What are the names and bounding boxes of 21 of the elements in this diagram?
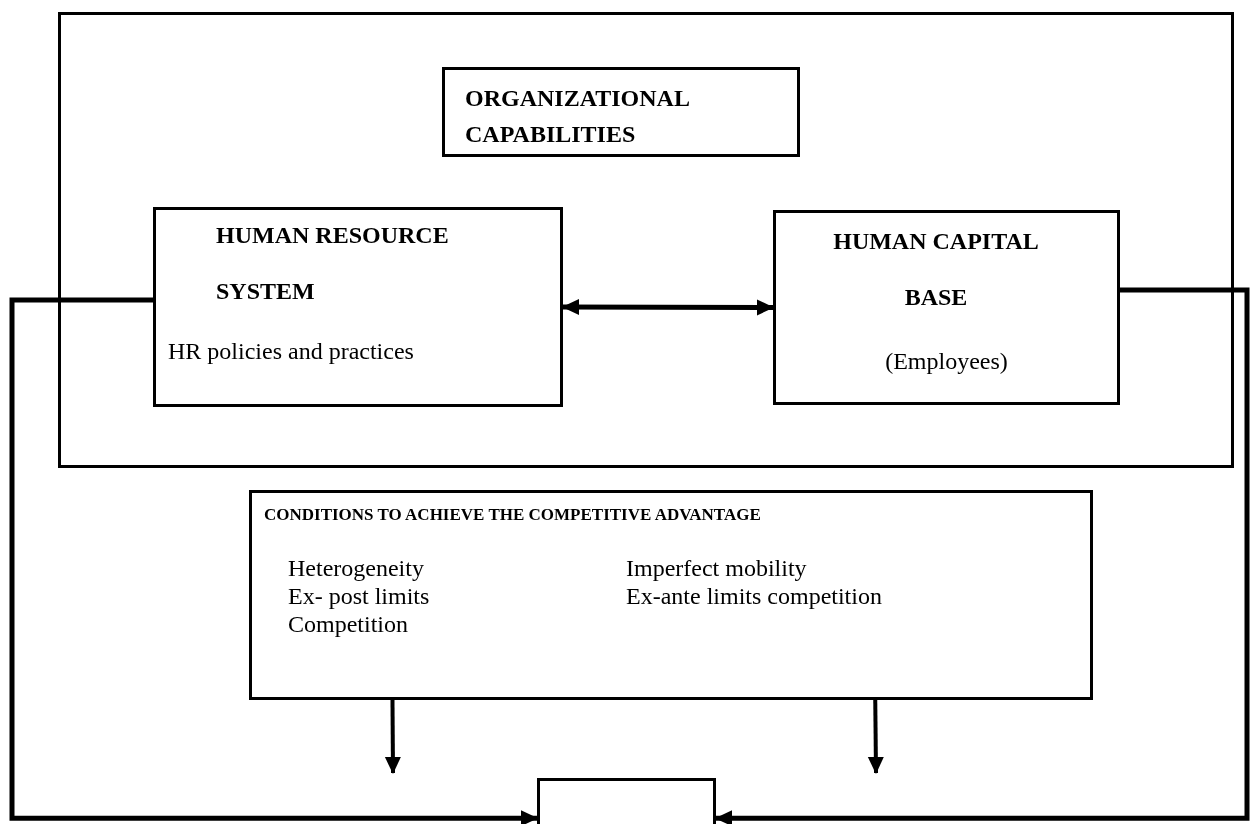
box-heading: HUMAN CAPITAL BASE	[832, 227, 1040, 313]
process-box	[442, 67, 800, 157]
box-text: HR policies and practices	[168, 338, 414, 366]
condition-text: Ex- post limits Competition	[288, 583, 431, 639]
empty-box	[537, 778, 716, 824]
arrow	[562, 299, 774, 316]
condition-text: Imperfect mobility	[626, 555, 808, 583]
group-frame	[58, 12, 1234, 468]
box-text: (Employees)	[884, 348, 1009, 376]
arrow	[9, 297, 538, 824]
process-box	[773, 210, 1120, 405]
condition-text: Heterogeneity	[288, 555, 425, 583]
process-box	[249, 490, 1093, 700]
process-box	[153, 207, 563, 407]
arrow	[715, 287, 1250, 824]
box-title: ORGANIZATIONAL CAPABILITIES	[465, 84, 690, 149]
condition-text: Ex-ante limits competition	[626, 583, 883, 611]
arrow	[384, 700, 401, 774]
box-heading: CONDITIONS TO ACHIEVE THE COMPETITIVE ADVANTAGE	[264, 505, 761, 525]
box-heading: HUMAN RESOURCE SYSTEM	[216, 221, 450, 307]
arrow	[867, 699, 884, 774]
